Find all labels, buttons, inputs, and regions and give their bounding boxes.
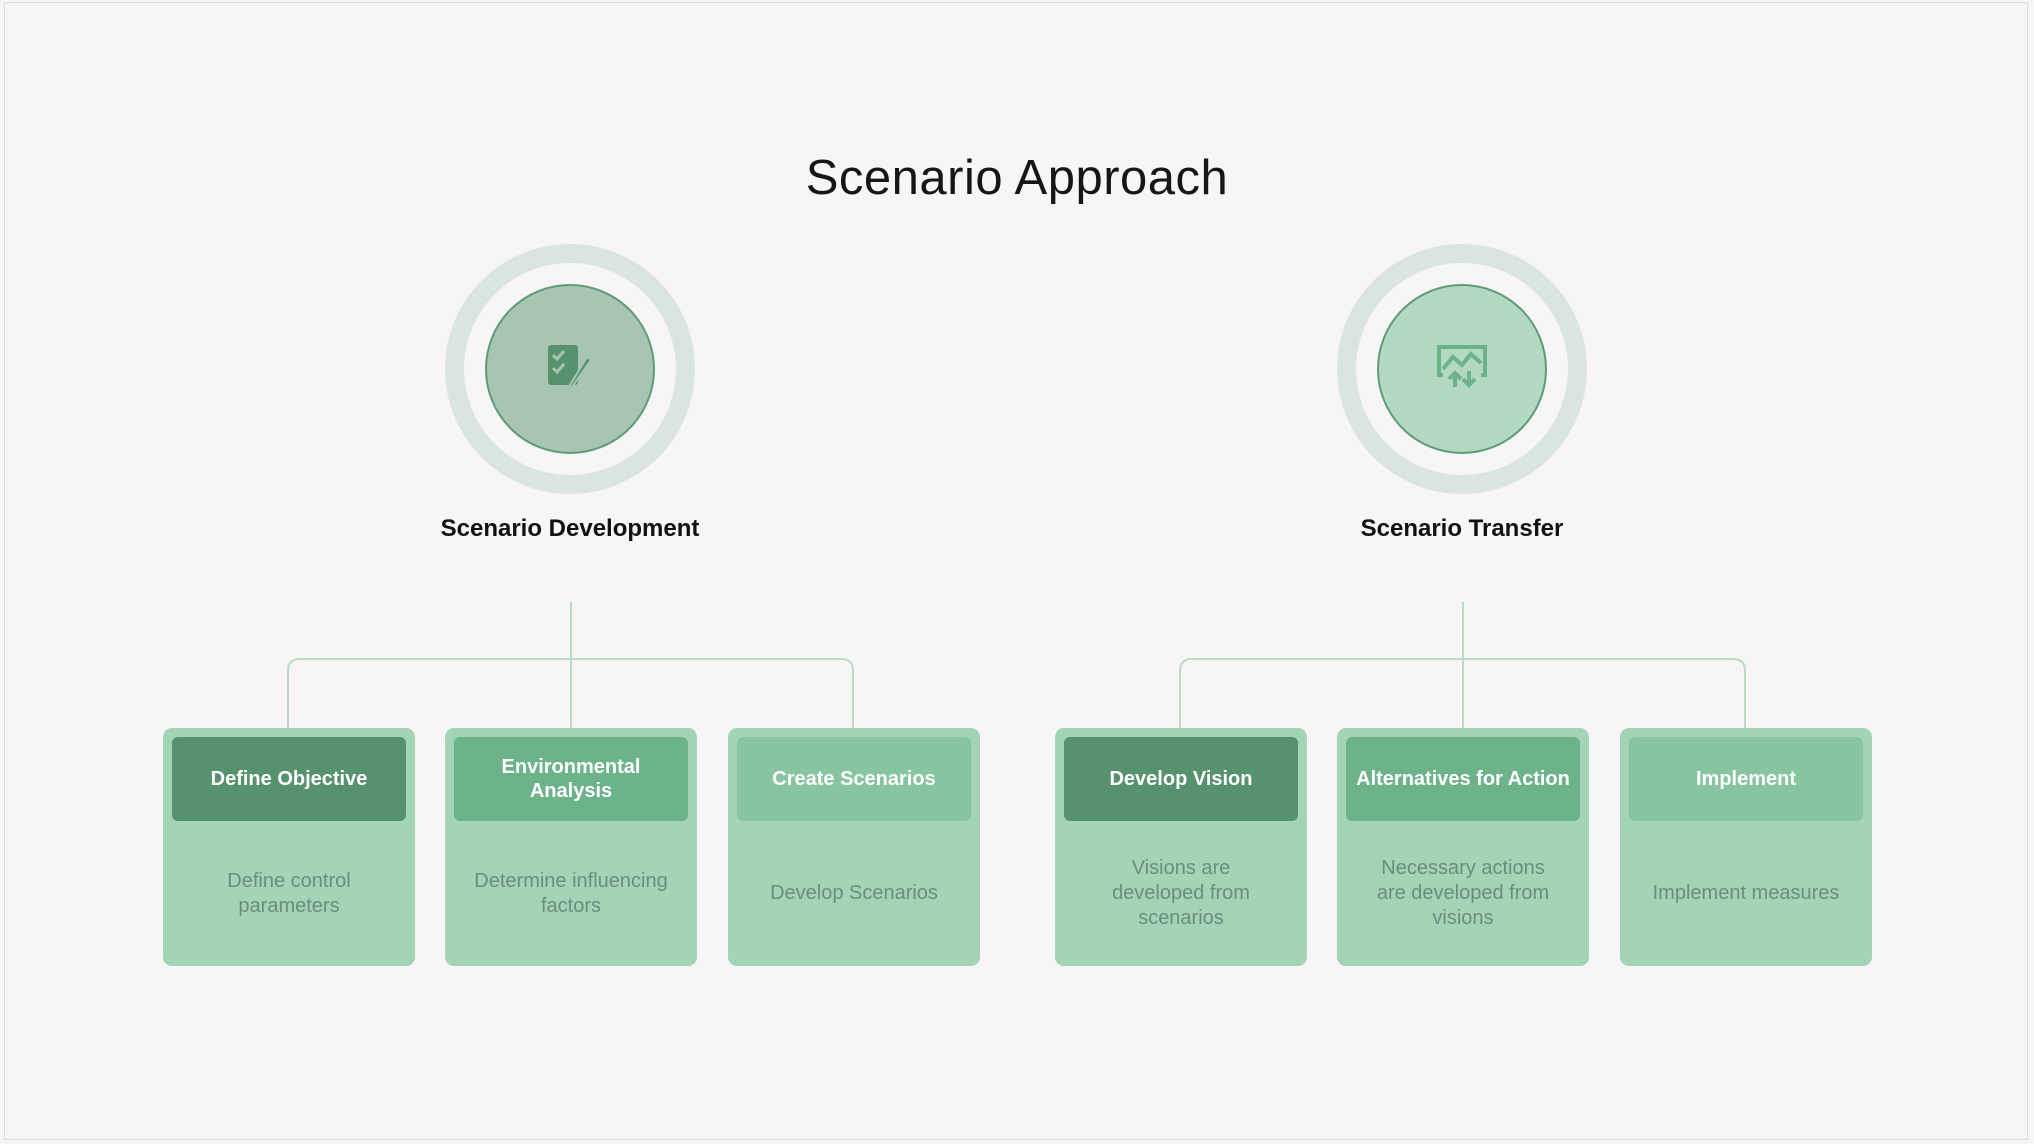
step-title: Alternatives for Action: [1346, 737, 1580, 821]
step-description: Define control parameters: [227, 869, 351, 917]
step-card-environmental-analysis: Environmental Analysis Determine influen…: [445, 728, 697, 966]
step-title: Create Scenarios: [737, 737, 971, 821]
step-card-develop-vision: Develop Vision Visions are developed fro…: [1055, 728, 1307, 966]
step-description: Determine influencing factors: [474, 869, 668, 917]
step-description: Develop Scenarios: [770, 882, 938, 904]
hub-label-transfer: Scenario Transfer: [1360, 515, 1564, 542]
hub-core: [1377, 284, 1547, 454]
slide-frame: [4, 2, 2028, 1140]
connector-development: [287, 602, 854, 728]
step-card-alternatives-for-action: Alternatives for Action Necessary action…: [1337, 728, 1589, 966]
step-card-define-objective: Define Objective Define control paramete…: [163, 728, 415, 966]
checklist-pen-icon: [542, 339, 598, 400]
step-description: Visions are developed from scenarios: [1112, 857, 1250, 929]
page-title: Scenario Approach: [805, 151, 1229, 205]
step-card-implement: Implement Implement measures: [1620, 728, 1872, 966]
step-title: Define Objective: [172, 737, 406, 821]
step-title: Implement: [1629, 737, 1863, 821]
step-title: Environmental Analysis: [454, 737, 688, 821]
hub-core: [485, 284, 655, 454]
chart-transfer-icon: [1433, 341, 1491, 398]
connector-transfer: [1179, 602, 1746, 728]
step-description: Implement measures: [1652, 882, 1840, 904]
hub-scenario-transfer: [1337, 244, 1587, 494]
step-title: Develop Vision: [1064, 737, 1298, 821]
hub-label-development: Scenario Development: [440, 515, 700, 542]
step-card-create-scenarios: Create Scenarios Develop Scenarios: [728, 728, 980, 966]
step-description: Necessary actions are developed from vis…: [1376, 857, 1550, 929]
hub-scenario-development: [445, 244, 695, 494]
